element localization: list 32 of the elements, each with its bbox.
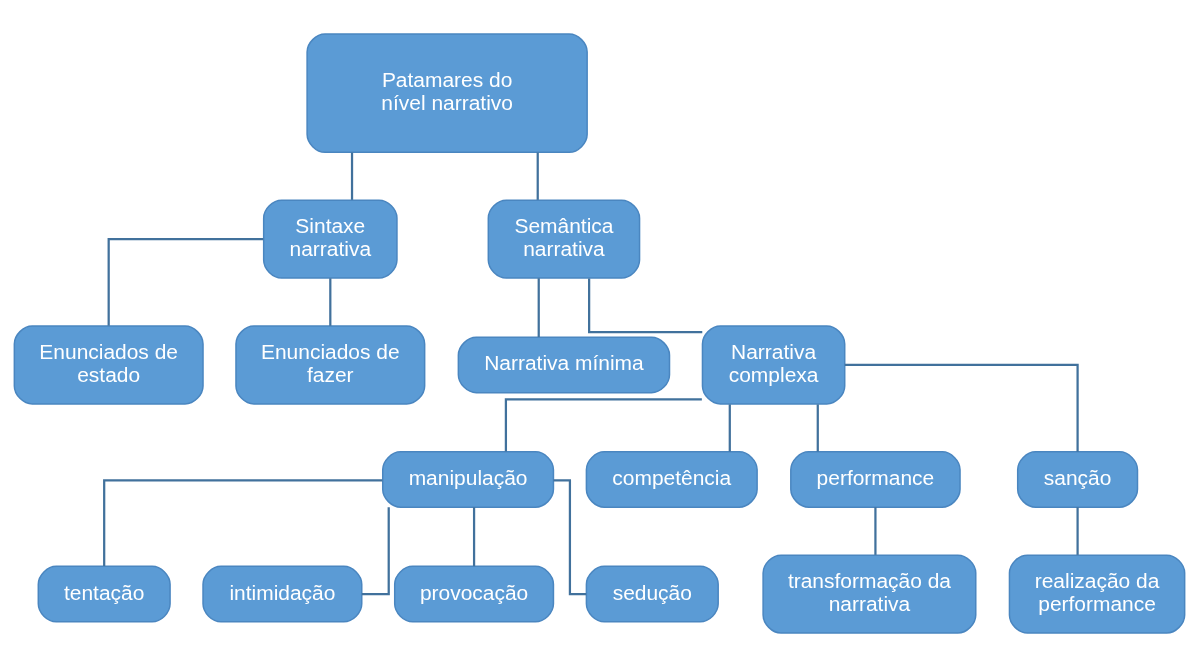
node-box: Sintaxe narrativa (262, 198, 398, 279)
node-box: Enunciados de fazer (235, 324, 426, 405)
node-box: Narrativa mínima (457, 336, 671, 393)
node-box: manipulação (382, 450, 555, 508)
connector (504, 397, 702, 451)
connector (728, 403, 731, 452)
connector (816, 403, 819, 452)
connector (537, 277, 540, 337)
node-box: provocação (393, 565, 555, 623)
connector (107, 237, 264, 326)
connector (1076, 506, 1079, 555)
connector (588, 278, 703, 333)
node-box: Enunciados de estado (13, 324, 204, 405)
connector (874, 506, 877, 555)
node-box: intimidação (202, 565, 363, 623)
connector (350, 152, 354, 200)
connector (103, 478, 383, 566)
connector (536, 152, 539, 200)
connector (361, 506, 390, 595)
node-box: Narrativa complexa (701, 324, 846, 405)
connector (329, 277, 332, 326)
node-box: Semântica narrativa (487, 198, 641, 279)
node-box: tentação (37, 565, 171, 623)
node-box: realização da performance (1008, 553, 1186, 634)
node-box: performance (790, 450, 961, 508)
connector (472, 506, 476, 566)
node-box: competência (585, 450, 758, 508)
node-box: Patamares do nível narrativo (306, 32, 588, 153)
node-box: sedução (585, 565, 719, 623)
connector (844, 363, 1079, 452)
node-box: transformação da narrativa (762, 553, 977, 634)
node-box: sanção (1016, 450, 1139, 508)
